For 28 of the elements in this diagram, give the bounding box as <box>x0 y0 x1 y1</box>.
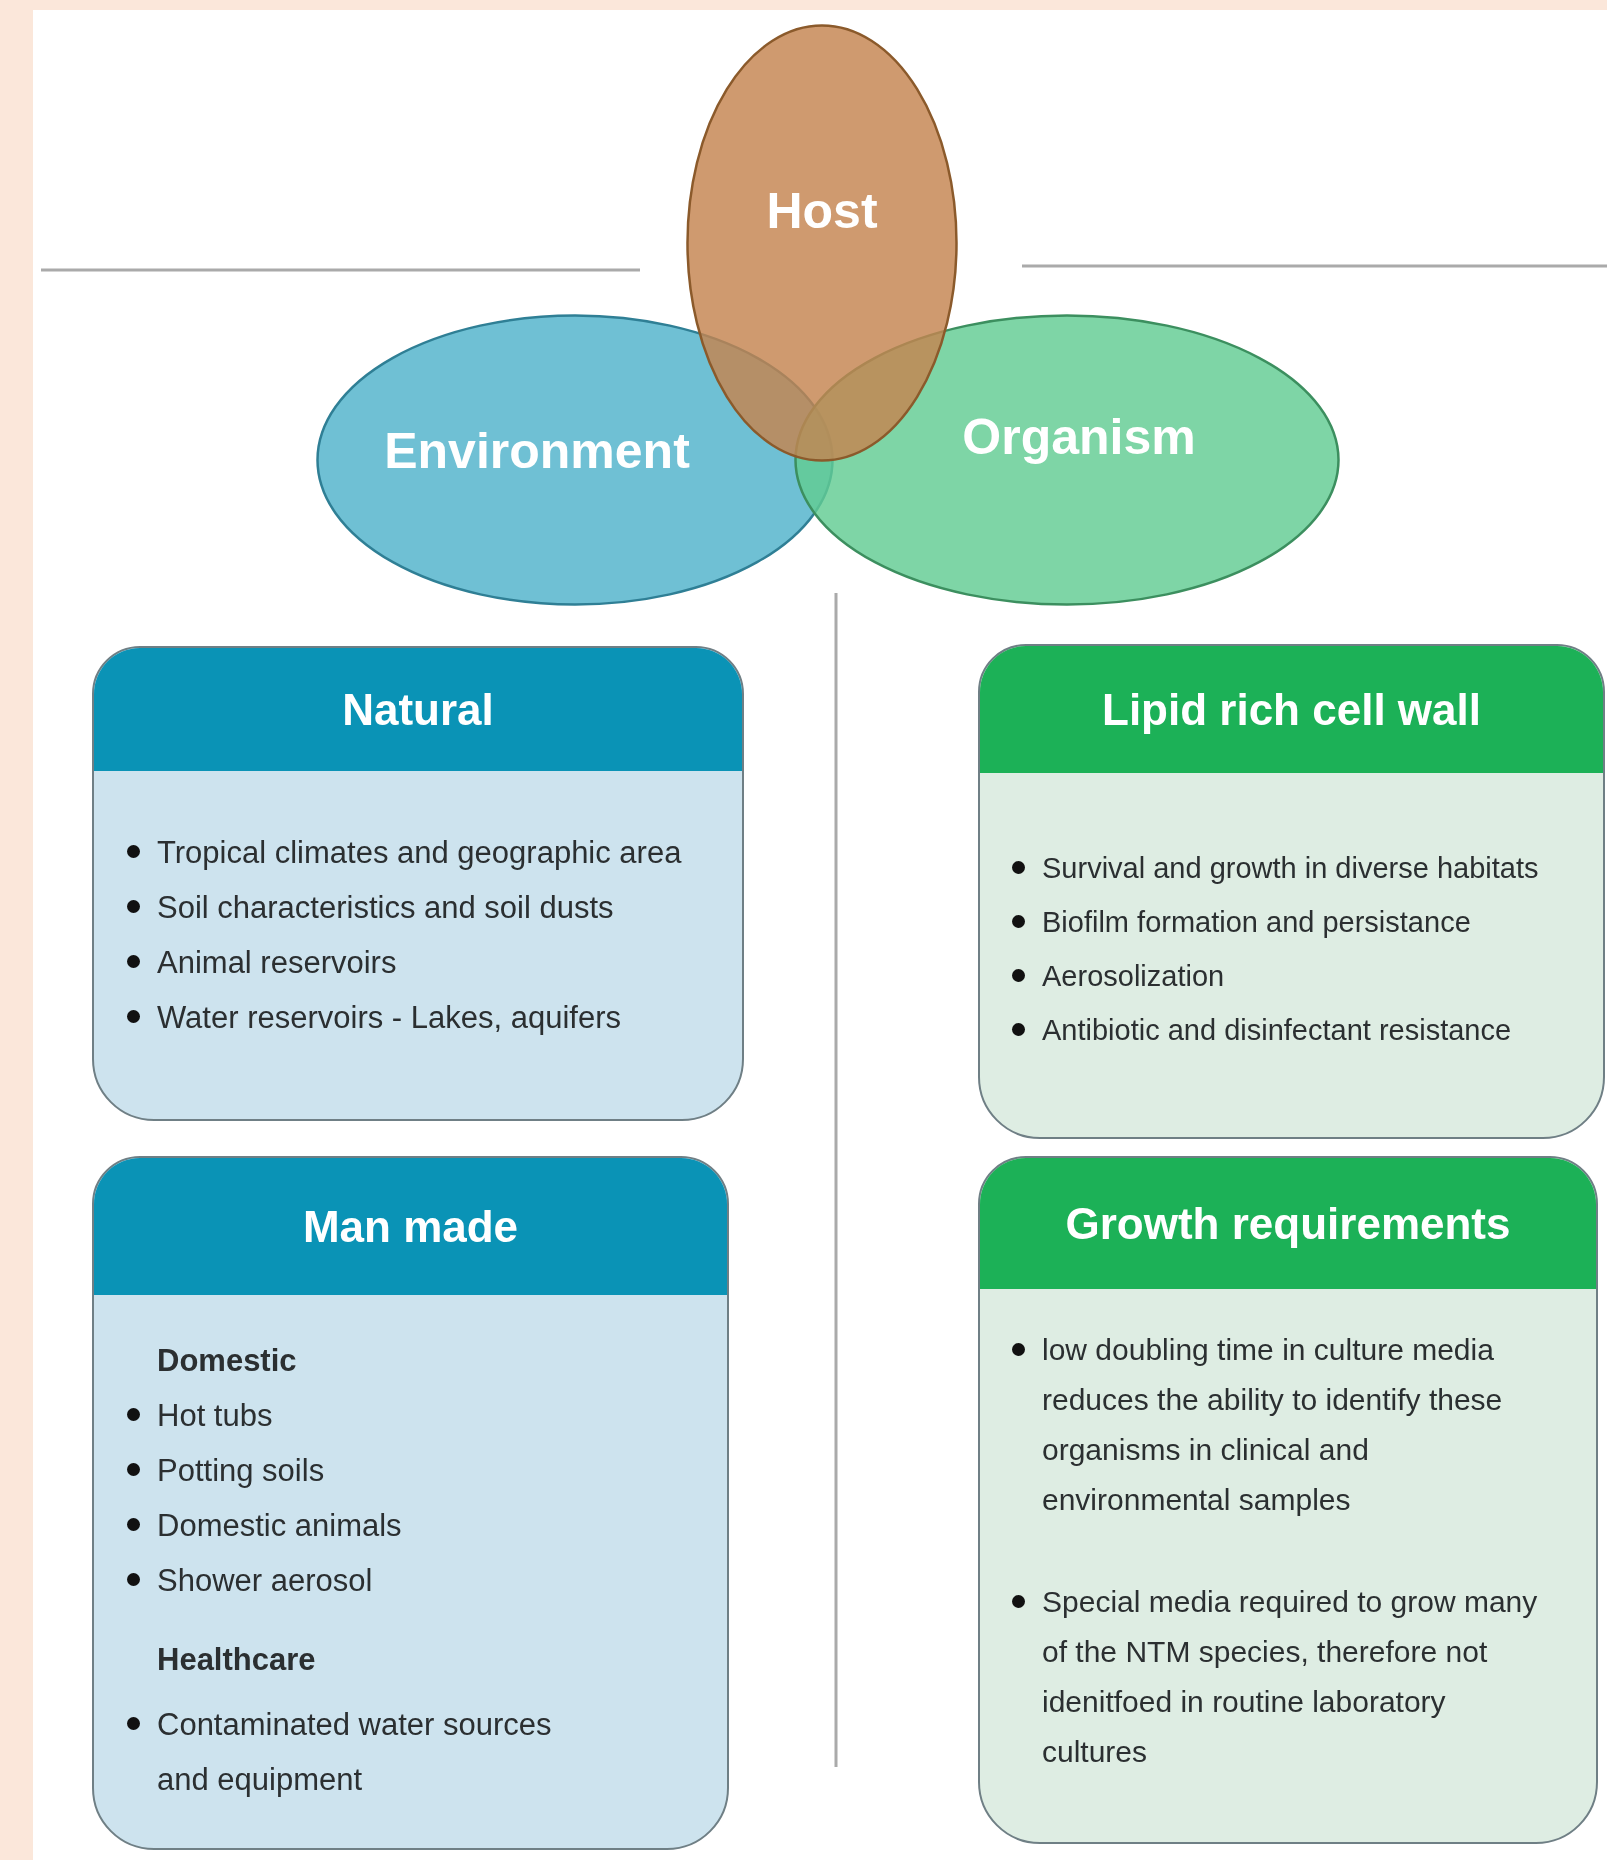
card-title: Natural <box>342 684 494 735</box>
bullet-item: Biofilm formation and persistance <box>1012 895 1603 949</box>
bullet-item: Potting soils <box>127 1443 597 1498</box>
bullet-item: Shower aerosol <box>127 1553 597 1608</box>
ellipse-label: Host <box>766 182 878 240</box>
bullet-item: Contaminated water sources and equipment <box>127 1697 597 1807</box>
category-card <box>978 1156 1598 1844</box>
bullet-item: Domestic animals <box>127 1498 597 1553</box>
card-title: Lipid rich cell wall <box>1102 684 1481 735</box>
card-title: Man made <box>302 1201 519 1252</box>
bullet-item: Tropical climates and geographic area <box>127 825 742 880</box>
bullet-item: low doubling time in culture media reduces the ability to identify these organisms in clinical and environmental samples <box>1012 1325 1552 1525</box>
bullet-item: Aerosolization <box>1012 949 1603 1003</box>
bullet-item: Special media required to grow many of the NTM species, therefore not idenitfoed in routine laboratory cultures <box>1012 1577 1552 1777</box>
category-card <box>92 646 744 1121</box>
ellipse-label: Environment <box>384 422 690 480</box>
card-title: Growth requirements <box>1065 1198 1511 1249</box>
category-card <box>92 1156 729 1850</box>
subheading: Domestic <box>157 1342 298 1380</box>
ellipse-label: Organism <box>962 408 1196 466</box>
bullet-item: Soil characteristics and soil dusts <box>127 880 742 935</box>
bullet-item: Hot tubs <box>127 1388 597 1443</box>
bullet-item: Animal reservoirs <box>127 935 742 990</box>
bullet-item: Survival and growth in diverse habitats <box>1012 841 1603 895</box>
bullet-item: Water reservoirs - Lakes, aquifers <box>127 990 742 1045</box>
category-card <box>978 644 1605 1139</box>
subheading: Healthcare <box>157 1641 317 1679</box>
bullet-item: Antibiotic and disinfectant resistance <box>1012 1003 1603 1057</box>
